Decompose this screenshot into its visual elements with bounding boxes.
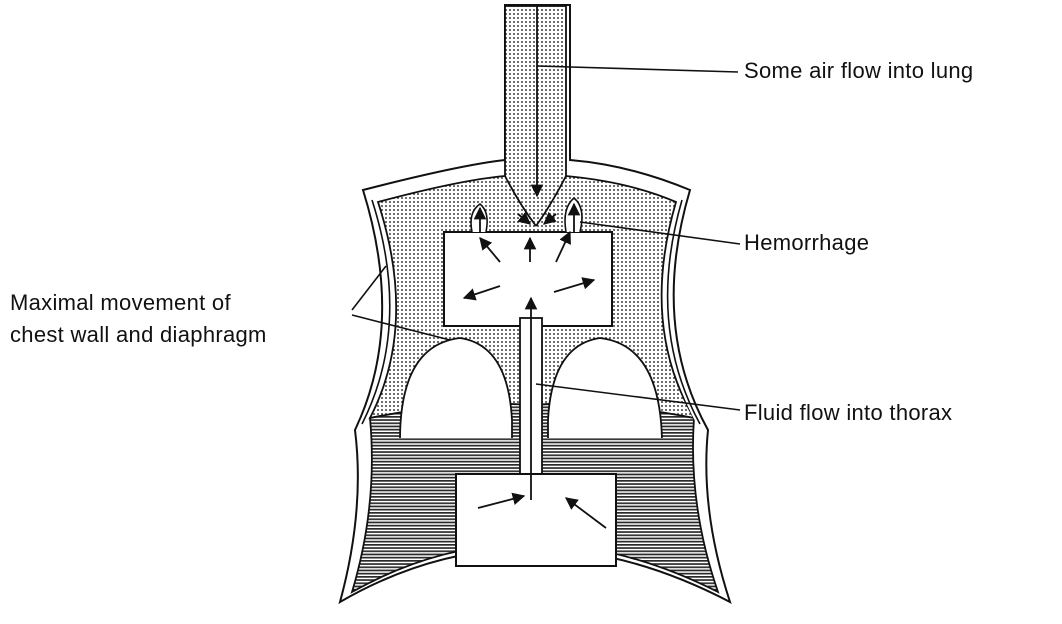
label-hemorrhage: Hemorrhage [744,230,869,255]
label-movement-line1: Maximal movement of [10,290,231,315]
label-air-flow: Some air flow into lung [744,58,973,83]
lung-box [444,232,612,326]
abdomen-box [456,474,616,566]
label-fluid-flow: Fluid flow into thorax [744,400,952,425]
label-movement-line2: chest wall and diaphragm [10,322,267,347]
